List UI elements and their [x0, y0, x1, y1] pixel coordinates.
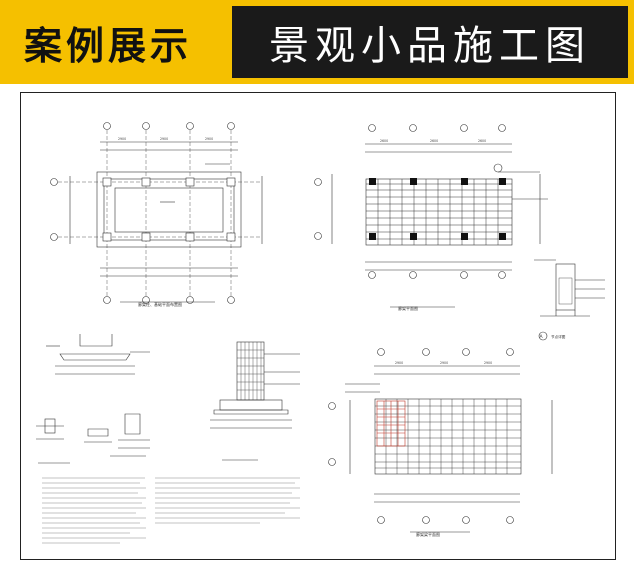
svg-text:2600: 2600: [430, 139, 438, 143]
svg-text:2600: 2600: [478, 139, 486, 143]
svg-text:2900: 2900: [205, 137, 213, 141]
page-title: 景观小品施工图: [269, 23, 591, 69]
svg-text:2900: 2900: [118, 137, 126, 141]
cad-drawings: 2900 2900 2900 2600 2600 2600 2900 2900 2900 廊…: [36, 122, 605, 544]
roof-plan-drawing: [314, 124, 548, 308]
notes-block-middle: [155, 477, 300, 524]
showcase-title: 案例展示: [23, 23, 192, 68]
frame-plan-title: 廊架梁平面图: [416, 531, 440, 537]
svg-text:2900: 2900: [440, 361, 448, 365]
drawing-sheet: 2900 2900 2900 2600 2600 2600 2900 2900 2900 廊…: [0, 84, 634, 568]
detail-a-drawing: [534, 259, 605, 341]
showcase-label: 案例展示: [6, 12, 210, 72]
foundation-plan-drawing: [50, 122, 263, 304]
svg-text:2900: 2900: [395, 361, 403, 365]
title-panel: 景观小品施工图: [232, 6, 628, 78]
roof-plan-title: 廊架平面图: [398, 305, 418, 311]
foundation-plan-title: 廊架柱、基础平面布置图: [138, 301, 182, 307]
svg-text:2900: 2900: [484, 361, 492, 365]
detail-a-label: A: [539, 334, 543, 340]
drawing-frame: [20, 92, 616, 560]
svg-text:2900: 2900: [160, 137, 168, 141]
svg-text:2600: 2600: [380, 139, 388, 143]
notes-block-left: [42, 477, 146, 544]
header-banner: 案例展示 景观小品施工图: [0, 0, 634, 84]
beam-plan-drawing: [328, 348, 553, 533]
section-details-drawing: [36, 334, 300, 464]
detail-a-title: 节点详图: [551, 334, 566, 339]
